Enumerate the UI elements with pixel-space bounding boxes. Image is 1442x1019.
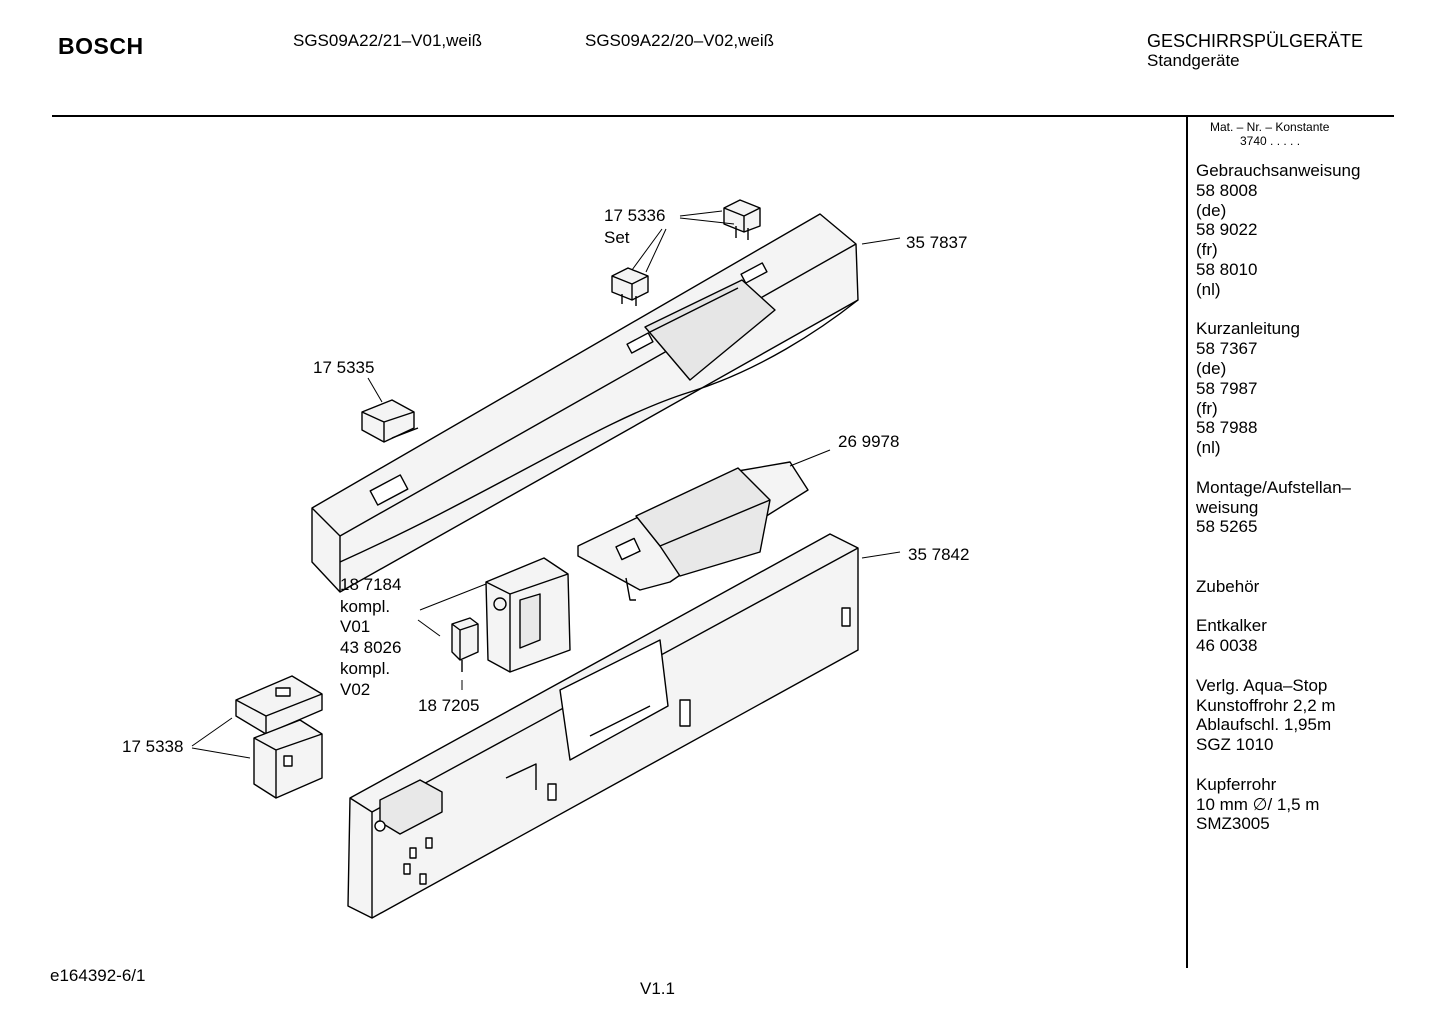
list-item: SMZ3005 xyxy=(1196,814,1270,834)
callout-set: Set xyxy=(604,228,630,247)
list-item: 58 7988 xyxy=(1196,418,1258,438)
header-divider xyxy=(52,115,1394,117)
callout-175335: 17 5335 xyxy=(313,358,375,377)
list-item: Entkalker xyxy=(1196,616,1267,636)
list-item: (de) xyxy=(1196,358,1227,378)
list-item: Kunstoffrohr 2,2 m xyxy=(1196,695,1336,715)
list-item: 58 8010 xyxy=(1196,259,1258,279)
connector-lower xyxy=(253,719,323,799)
list-item: Montage/Aufstellan– xyxy=(1196,477,1351,497)
list-item: Kurzanleitung xyxy=(1196,319,1300,339)
list-item: (de) xyxy=(1196,200,1227,220)
list-item: 58 5265 xyxy=(1196,517,1258,537)
list-item: SGZ 1010 xyxy=(1196,735,1274,755)
callout-175338: 17 5338 xyxy=(122,737,184,756)
list-item: 58 7987 xyxy=(1196,378,1258,398)
list-item: Verlg. Aqua–Stop xyxy=(1196,675,1328,695)
callout-v02: V02 xyxy=(340,680,371,699)
list-item: 58 9022 xyxy=(1196,220,1258,240)
list-item: (fr) xyxy=(1196,398,1218,418)
list-item: 58 7367 xyxy=(1196,339,1258,359)
leader-lines xyxy=(191,210,901,759)
subcategory-title: Standgeräte xyxy=(1147,51,1240,70)
list-item: Gebrauchsanweisung xyxy=(1196,161,1361,180)
material-number-value: 3740 . . . . . xyxy=(1240,134,1301,148)
connector-upper xyxy=(235,675,323,735)
callout-v01: V01 xyxy=(340,617,371,636)
callout-187184: 18 7184 xyxy=(340,575,402,594)
list-item: (nl) xyxy=(1196,438,1221,458)
list-item: (nl) xyxy=(1196,279,1221,299)
switch-assembly xyxy=(485,557,571,673)
button-set-upper xyxy=(723,199,761,240)
list-item: Ablaufschl. 1,95m xyxy=(1196,715,1332,735)
callout-kompl-a: kompl. xyxy=(340,597,391,616)
callout-269978: 26 9978 xyxy=(838,432,900,451)
main-housing-frame xyxy=(347,533,859,919)
sidebar-divider xyxy=(1186,116,1188,968)
callout-175336: 17 5336 xyxy=(604,206,666,225)
list-item: 46 0038 xyxy=(1196,636,1258,656)
small-switch xyxy=(451,617,479,672)
callout-187205: 18 7205 xyxy=(418,696,480,715)
knob-part xyxy=(361,399,419,443)
electronic-module xyxy=(577,461,809,601)
list-item: Kupferrohr xyxy=(1196,774,1277,794)
list-item: 58 8008 xyxy=(1196,180,1258,200)
callout-kompl-b: kompl. xyxy=(340,659,391,678)
callout-357842: 35 7842 xyxy=(908,545,970,564)
list-item: weisung xyxy=(1196,497,1259,517)
material-number-label: Mat. – Nr. – Konstante xyxy=(1210,120,1330,134)
model-number-1: SGS09A22/21–V01,weiß xyxy=(293,31,483,50)
version-label: V1.1 xyxy=(640,979,675,998)
category-title: GESCHIRRSPÜLGERÄTE xyxy=(1147,31,1364,51)
button-set-lower xyxy=(611,267,649,306)
brand-logo: BOSCH xyxy=(58,33,144,59)
drawing-id: e164392-6/1 xyxy=(50,966,146,985)
callout-438026: 43 8026 xyxy=(340,638,402,657)
control-panel-cover xyxy=(311,213,859,593)
list-item: (fr) xyxy=(1196,240,1218,260)
list-item: Zubehör xyxy=(1196,576,1260,596)
model-number-2: SGS09A22/20–V02,weiß xyxy=(585,31,775,50)
list-item: 10 mm ∅/ 1,5 m xyxy=(1196,794,1320,814)
callout-357837: 35 7837 xyxy=(906,233,968,252)
